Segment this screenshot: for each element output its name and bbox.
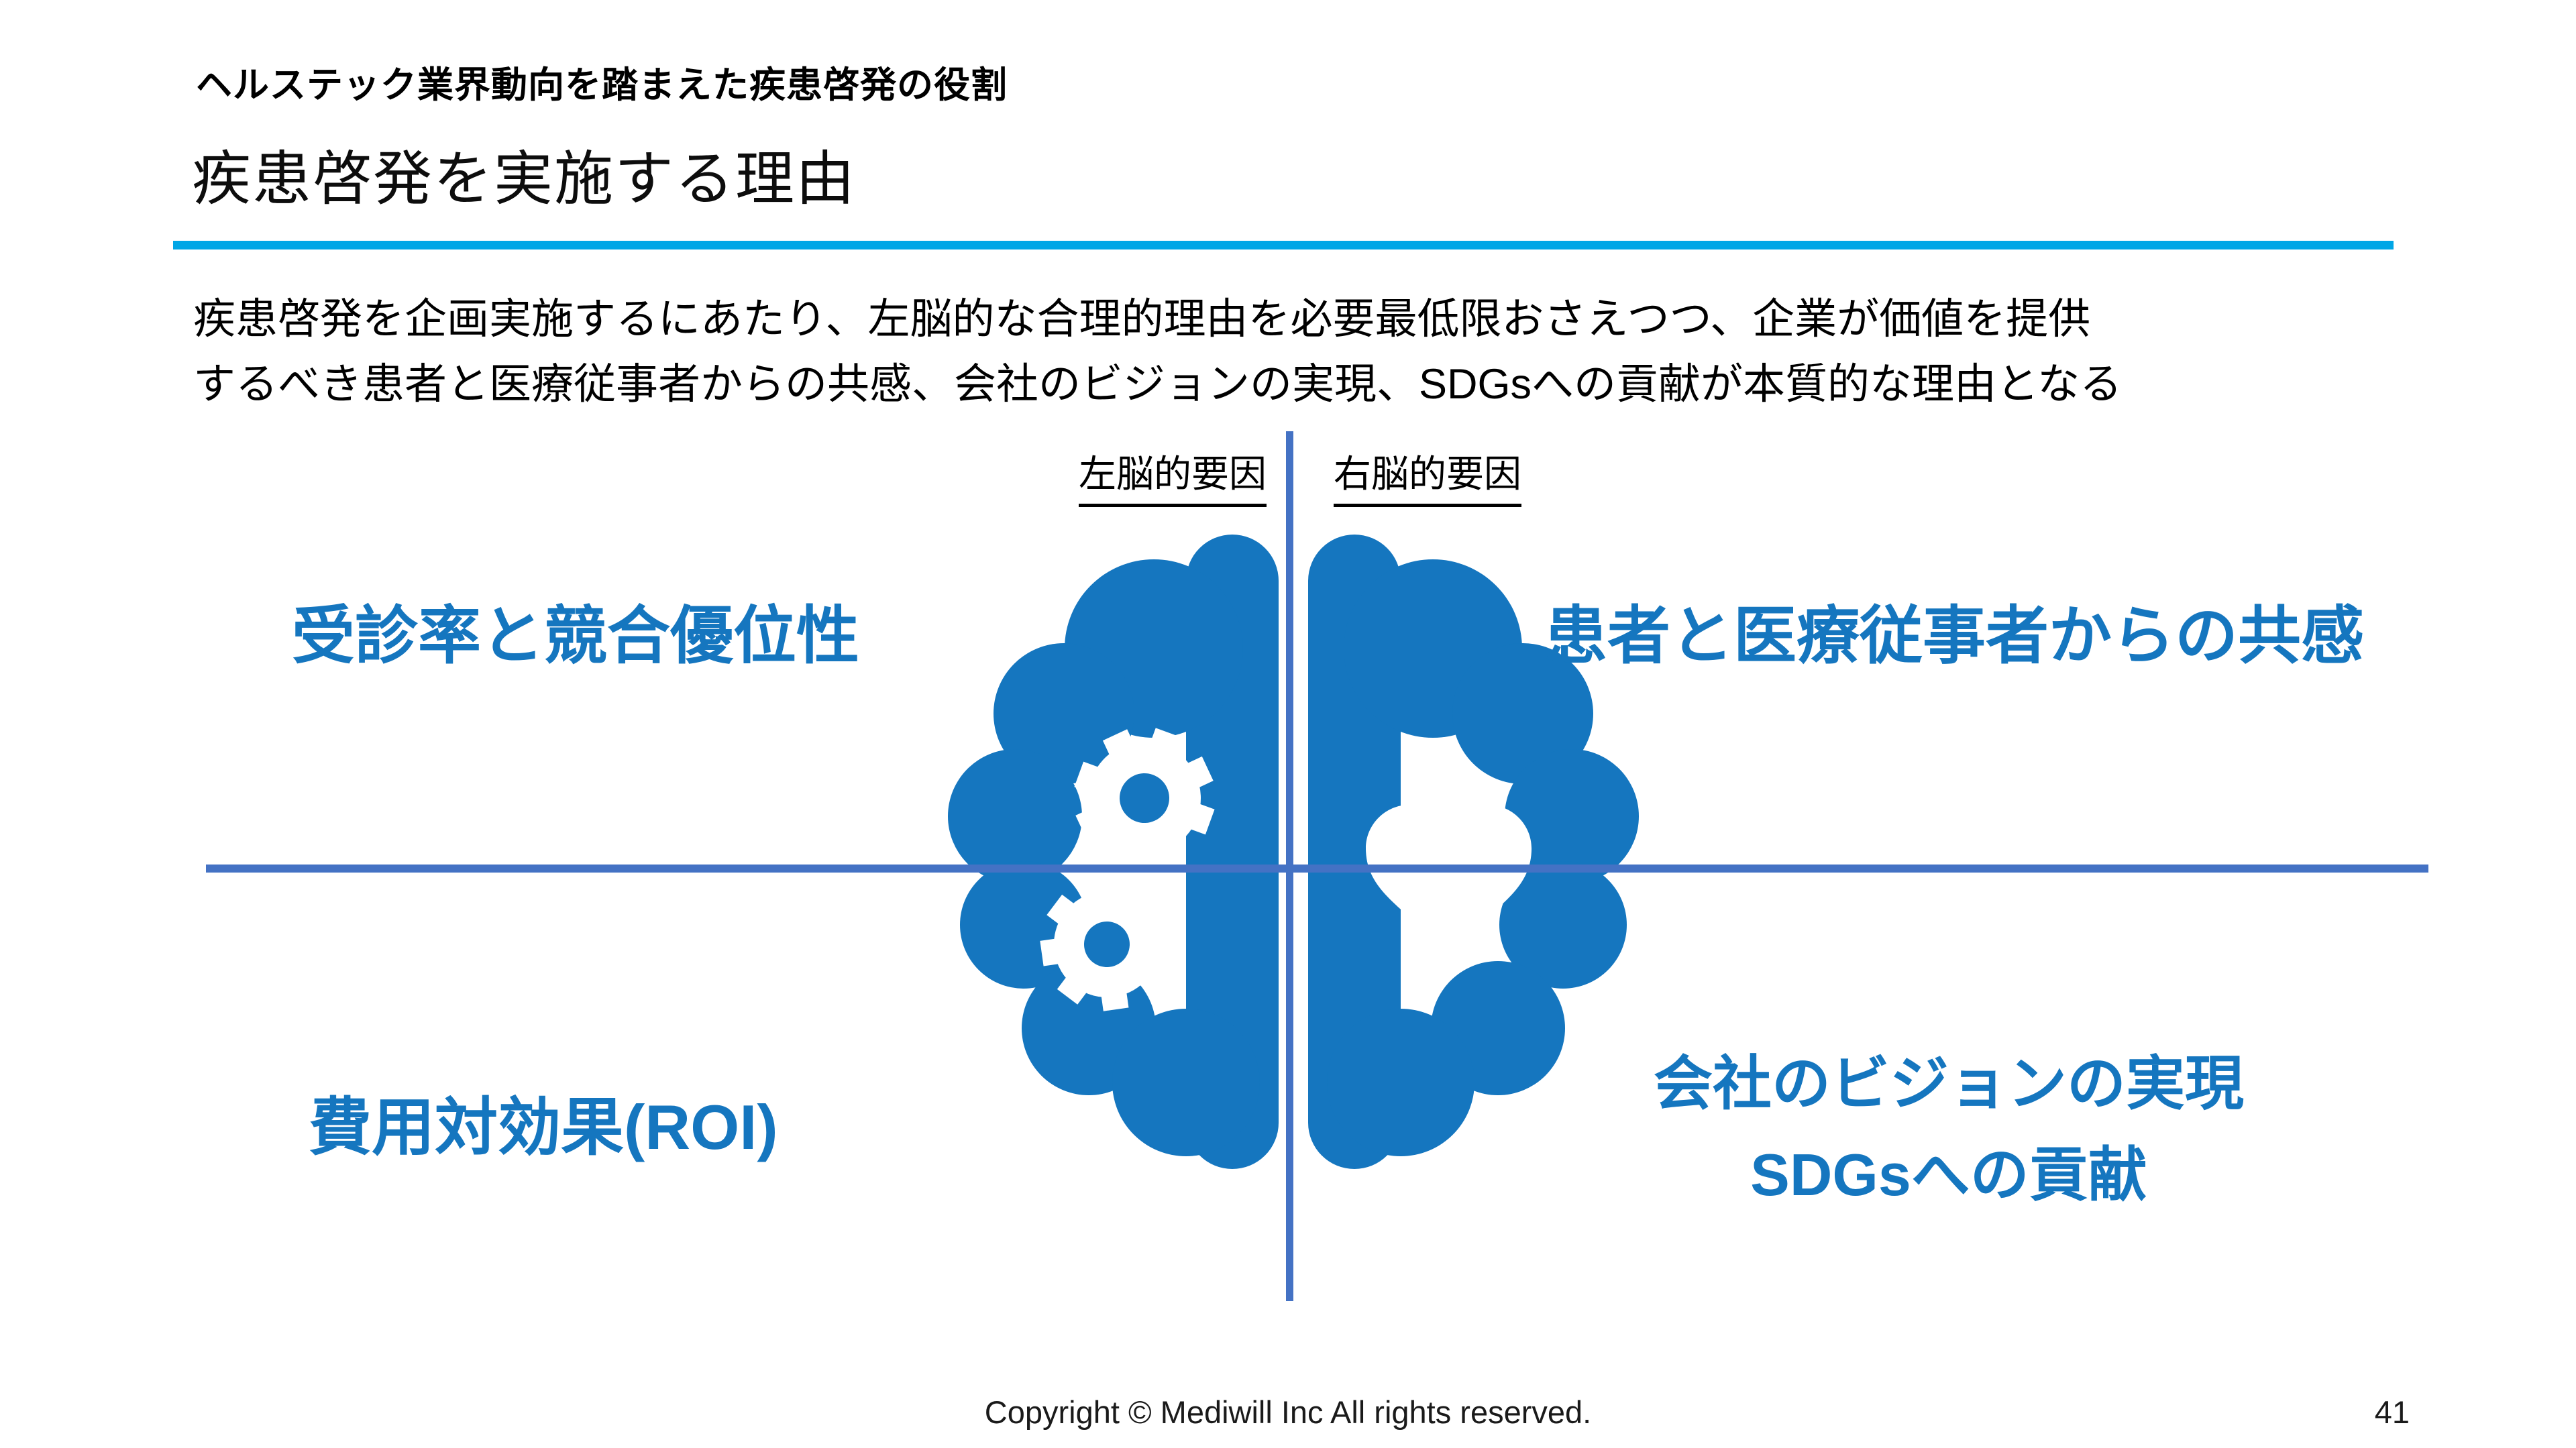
title-underline-rule xyxy=(173,241,2394,249)
heart-icon xyxy=(1366,805,1532,958)
brain-diagram xyxy=(948,535,1639,1169)
right-brain-header: 右脳的要因 xyxy=(1334,444,1521,507)
brain-right-hemisphere xyxy=(1308,535,1639,1169)
lead-line-2: するべき患者と医療従事者からの共感、会社のビジョンの実現、SDGsへの貢献が本質… xyxy=(193,361,2123,408)
copyright-text: Copyright © Mediwill Inc All rights rese… xyxy=(984,1394,1592,1430)
quadrant-bottom-right-label: 会社のビジョンの実現 SDGsへの貢献 xyxy=(1610,1038,2288,1221)
slide-kicker: ヘルステック業界動向を踏まえた疾患啓発の役割 xyxy=(196,65,1008,105)
page-title: 疾患啓発を実施する理由 xyxy=(192,146,857,212)
left-brain-header: 左脳的要因 xyxy=(1079,444,1267,507)
lead-line-1: 疾患啓発を企画実施するにあたり、左脳的な合理的理由を必要最低限おさえつつ、企業が… xyxy=(193,296,2091,343)
gear-icon xyxy=(1040,877,1174,1011)
quadrant-bottom-left-label: 費用対効果(ROI) xyxy=(309,1092,778,1162)
page-number: 41 xyxy=(2374,1394,2410,1430)
quadrant-top-left-label: 受診率と競合優位性 xyxy=(292,600,860,671)
gear-icon xyxy=(1074,728,1215,869)
quadrant-bottom-right-line-2: SDGsへの貢献 xyxy=(1750,1141,2147,1208)
quadrant-top-right-label: 患者と医療従事者からの共感 xyxy=(1544,600,2365,671)
lead-paragraph: 疾患啓発を企画実施するにあたり、左脳的な合理的理由を必要最低限おさえつつ、企業が… xyxy=(193,287,2122,417)
brain-left-hemisphere xyxy=(948,535,1279,1169)
quadrant-bottom-right-line-1: 会社のビジョンの実現 xyxy=(1653,1050,2244,1117)
horizontal-divider-line xyxy=(206,865,2428,873)
